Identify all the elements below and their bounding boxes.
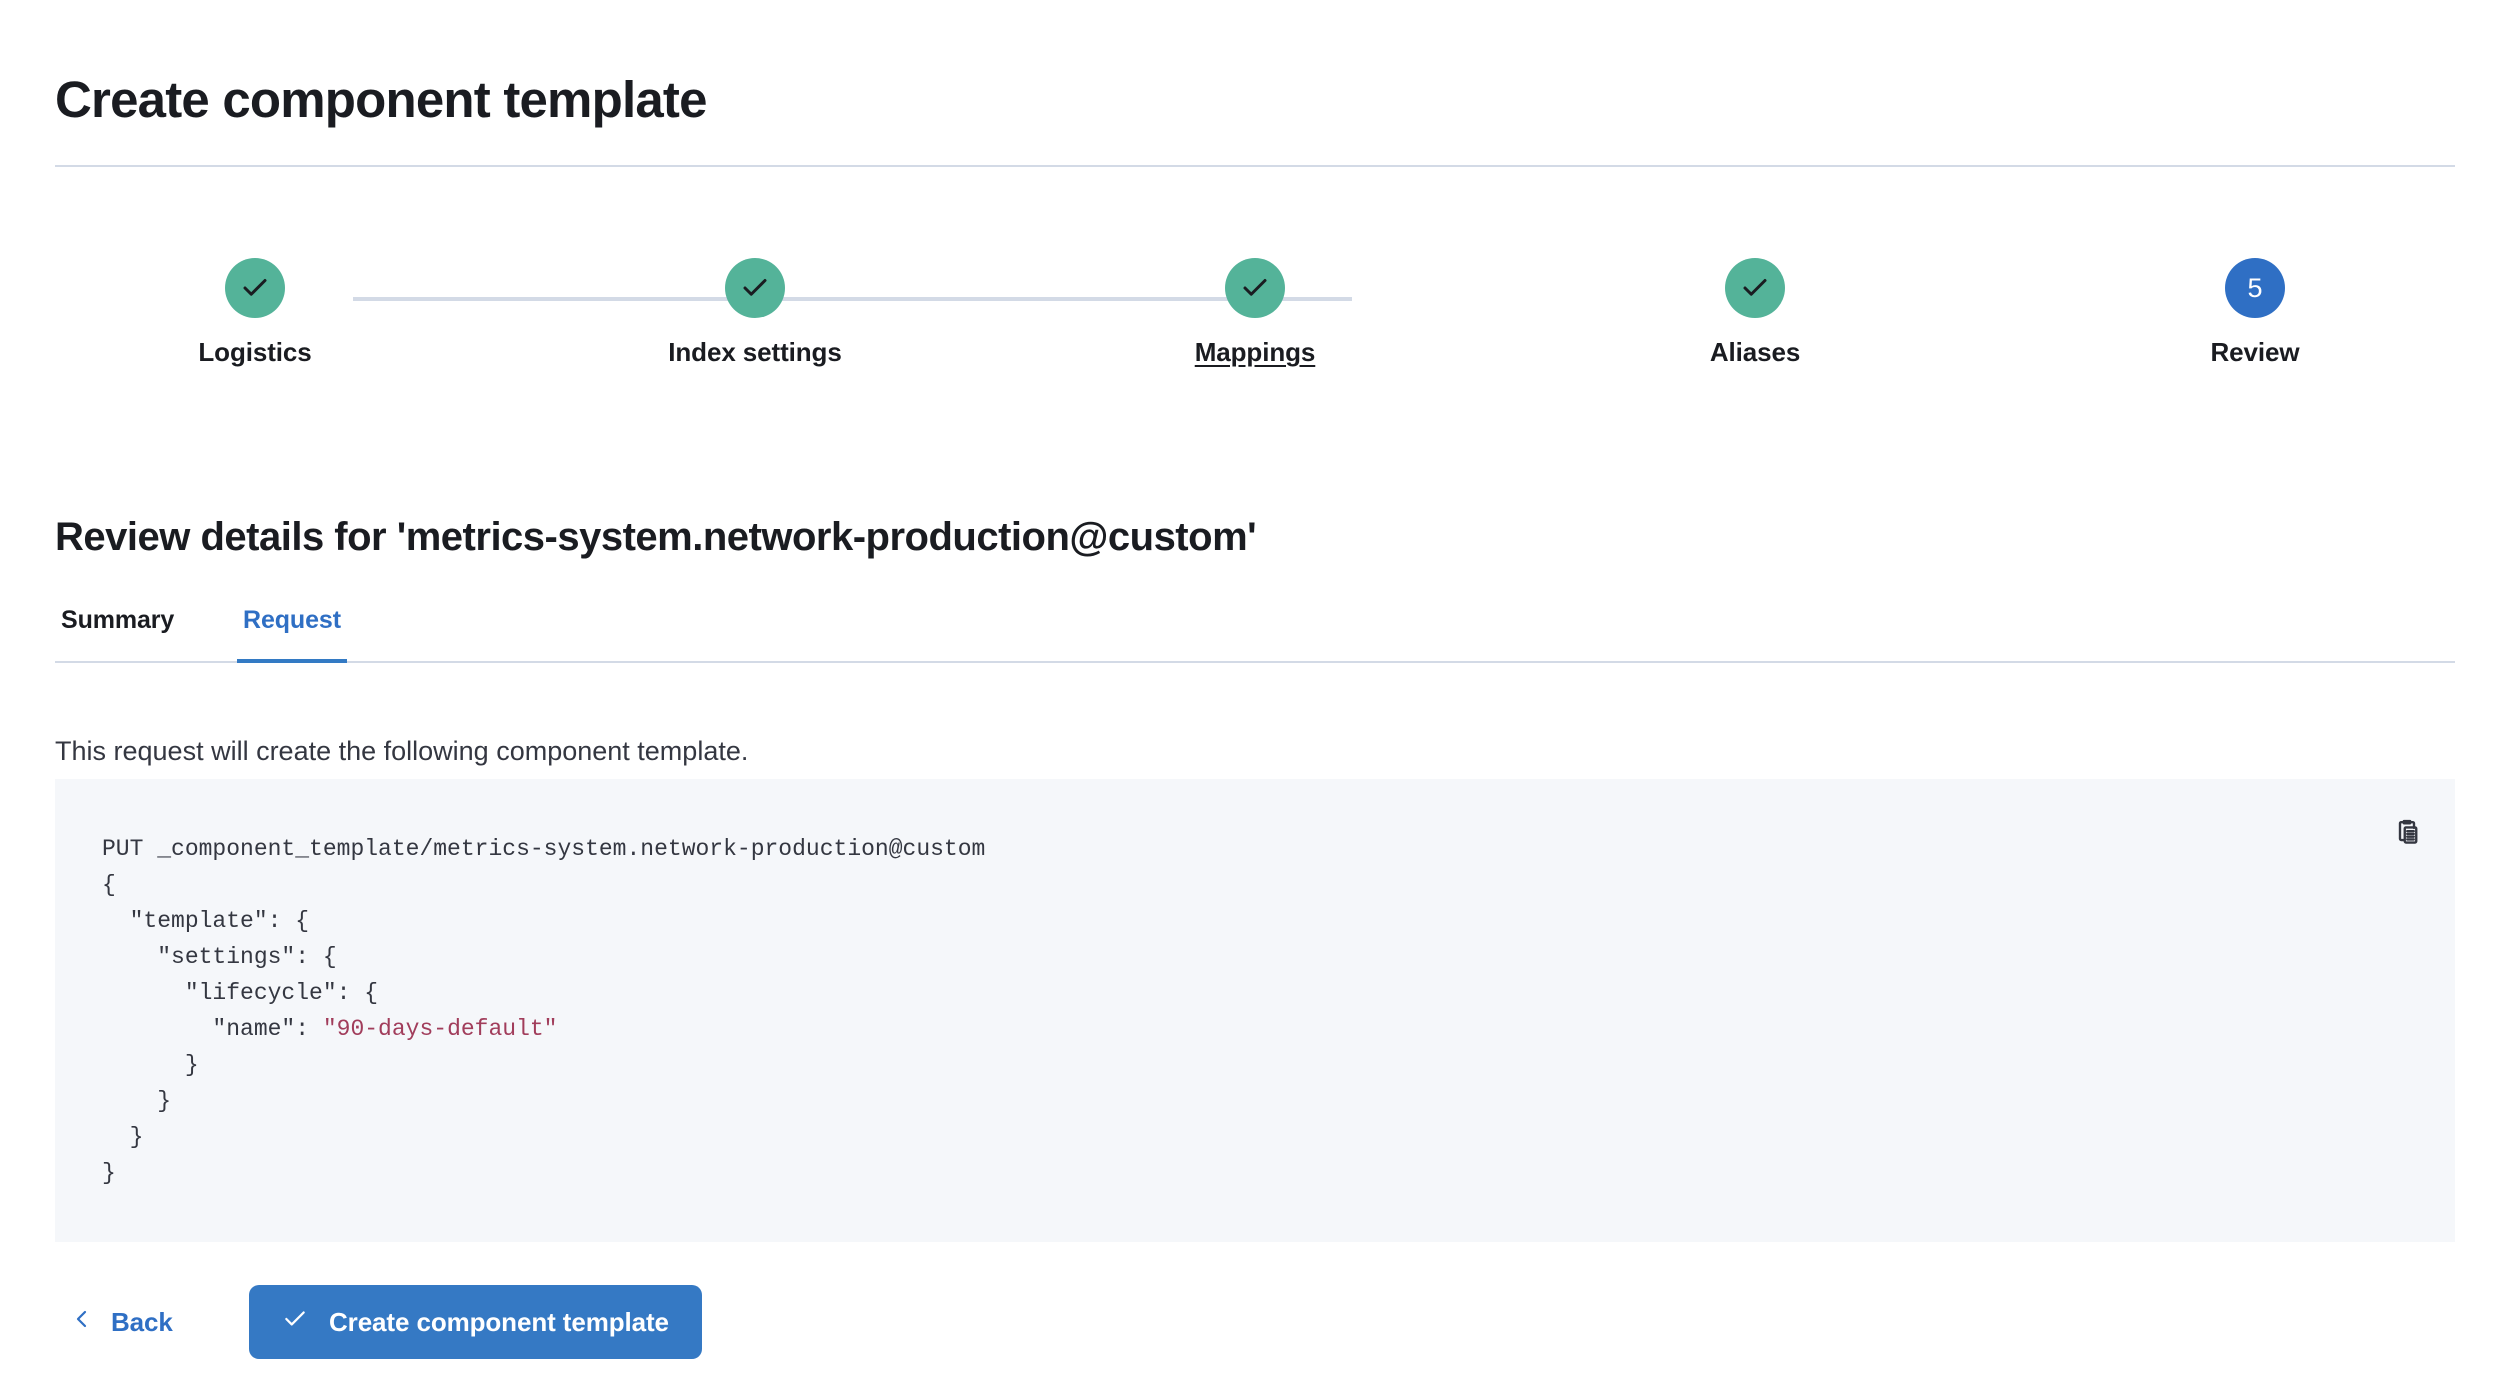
step-connector-line — [353, 297, 1352, 301]
step-aliases-label[interactable]: Aliases — [1709, 337, 1801, 367]
tab-request[interactable]: Request — [237, 605, 347, 663]
back-button-label: Back — [111, 1306, 173, 1337]
section-heading: Review details for 'metrics-system.netwo… — [55, 515, 1257, 560]
request-description: This request will create the following c… — [55, 736, 749, 766]
step-logistics-label[interactable]: Logistics — [198, 337, 312, 367]
request-body-line: } — [102, 1124, 144, 1150]
request-body-line: "settings": { — [102, 944, 337, 970]
step-review-label[interactable]: Review — [2210, 337, 2300, 367]
check-icon — [240, 273, 270, 303]
check-icon — [282, 1306, 308, 1339]
check-icon — [740, 273, 770, 303]
step-logistics[interactable]: Logistics — [55, 258, 455, 368]
step-index-settings-label[interactable]: Index settings — [668, 337, 842, 367]
step-status-circle — [1725, 258, 1785, 318]
create-component-template-button[interactable]: Create component template — [249, 1285, 702, 1359]
request-body-line: } — [102, 1088, 172, 1114]
lifecycle-name-value: "90-days-default" — [322, 1016, 558, 1042]
request-body-line: } — [102, 1052, 199, 1078]
back-button[interactable]: Back — [70, 1285, 173, 1359]
request-code-block: PUT _component_template/metrics-system.n… — [55, 779, 2455, 1242]
tab-summary[interactable]: Summary — [55, 605, 180, 663]
request-body-line: "template": { — [102, 908, 310, 934]
chevron-left-icon — [70, 1307, 94, 1338]
request-body-line: "name": — [102, 1016, 323, 1042]
copy-clipboard-icon — [2392, 817, 2422, 850]
request-body-line: } — [102, 1160, 116, 1186]
step-indicator: Logistics Index settings Mappings — [55, 258, 2455, 388]
step-review[interactable]: 5 Review — [2055, 258, 2455, 368]
title-divider — [55, 165, 2455, 167]
request-body-line: { — [102, 872, 116, 898]
request-code: PUT _component_template/metrics-system.n… — [102, 831, 985, 1191]
detail-tabs: Summary Request — [55, 600, 2455, 663]
step-index-settings[interactable]: Index settings — [555, 258, 955, 368]
step-aliases[interactable]: Aliases — [1555, 258, 1955, 368]
request-method-line: PUT _component_template/metrics-system.n… — [102, 836, 986, 862]
check-icon — [1240, 273, 1270, 303]
step-status-circle: 5 — [2225, 258, 2285, 318]
step-mappings-label[interactable]: Mappings — [1194, 337, 1316, 367]
copy-to-clipboard-button[interactable] — [2381, 807, 2433, 859]
page-title: Create component template — [55, 71, 707, 129]
step-mappings[interactable]: Mappings — [1055, 258, 1455, 368]
request-body-line: "lifecycle": { — [102, 980, 379, 1006]
step-status-circle — [725, 258, 785, 318]
create-component-template-label: Create component template — [329, 1306, 669, 1337]
check-icon — [1740, 273, 1770, 303]
step-status-circle — [225, 258, 285, 318]
step-status-circle — [1225, 258, 1285, 318]
step-number: 5 — [2247, 272, 2263, 303]
